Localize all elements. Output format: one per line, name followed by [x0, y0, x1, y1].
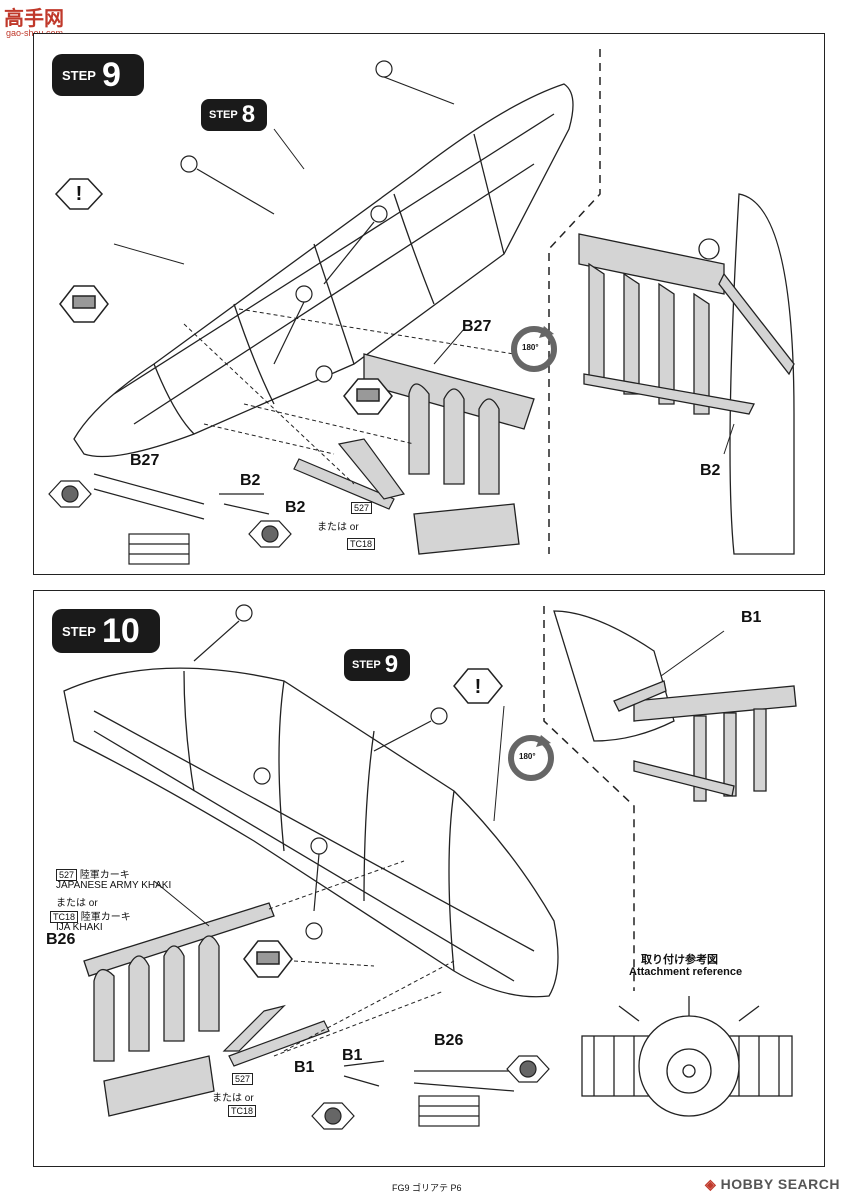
glue-icon	[59, 285, 109, 323]
paint-code-527: 527	[232, 1073, 254, 1085]
step9-illustration: !	[48, 49, 795, 565]
detail-b27	[48, 473, 205, 565]
attachment-title-en: Attachment reference	[629, 966, 743, 978]
detail-b1-label: B1	[342, 1047, 363, 1064]
footer-brand: ◈ HOBBY SEARCH	[705, 1176, 840, 1192]
svg-text:!: !	[76, 183, 83, 205]
detail-b1	[311, 1060, 385, 1130]
detail-b2-label: B2	[240, 472, 261, 489]
engines	[180, 60, 455, 383]
or-text: または or	[56, 898, 98, 909]
watermark-logo: 高手网	[4, 8, 64, 30]
airship-hull	[63, 667, 559, 998]
detail-b26	[413, 1055, 550, 1127]
b2-strut-label: B2	[285, 499, 306, 516]
detail-b27-label: B27	[130, 452, 160, 469]
glue-icon	[243, 940, 293, 978]
paint2-en: IJA KHAKI	[56, 922, 103, 933]
paint-code-527: 527	[351, 502, 373, 514]
step10-illustration: !	[63, 604, 797, 1130]
right-b2-label: B2	[700, 462, 721, 479]
paint2-row: TC18 陸軍カーキ	[50, 908, 131, 923]
paint-code-tc18: TC18	[228, 1105, 257, 1117]
b1-strut	[222, 1004, 330, 1067]
or-text-2: または or	[212, 1093, 254, 1104]
svg-text:!: !	[475, 676, 482, 698]
rotate-label: 180°	[519, 752, 536, 761]
b26-part	[83, 902, 275, 1117]
footer-page-label: FG9 ゴリアテ P6	[392, 1183, 462, 1193]
brand-logo-icon: ◈	[705, 1176, 721, 1192]
engines	[193, 604, 448, 940]
or-text: または or	[317, 522, 359, 533]
rotate-label: 180°	[522, 343, 539, 352]
b2-strut	[293, 438, 406, 510]
b27-label: B27	[462, 318, 492, 335]
rotate-arrow-icon	[508, 735, 554, 781]
rotate-arrow-icon	[511, 326, 557, 372]
right-b1-label: B1	[741, 609, 762, 626]
attachment-title-jp: 取り付け参考図	[641, 954, 718, 966]
paint1-row: 527 陸軍カーキ	[56, 866, 130, 881]
b26-label: B26	[46, 931, 76, 948]
b27-part	[363, 353, 535, 555]
glue-icon-2	[343, 378, 393, 415]
rear-closeup	[578, 193, 795, 555]
airship-hull	[73, 83, 574, 458]
attachment-reference-drawing	[581, 996, 793, 1117]
caution-icon: !	[453, 668, 503, 704]
rear-closeup	[553, 610, 797, 802]
detail-b2	[219, 493, 292, 548]
b1-strut-label: B1	[294, 1059, 315, 1076]
paint-code-tc18: TC18	[347, 538, 376, 550]
paint1-en: JAPANESE ARMY KHAKI	[56, 880, 172, 891]
caution-icon: !	[54, 178, 104, 210]
detail-b26-label: B26	[434, 1032, 464, 1049]
